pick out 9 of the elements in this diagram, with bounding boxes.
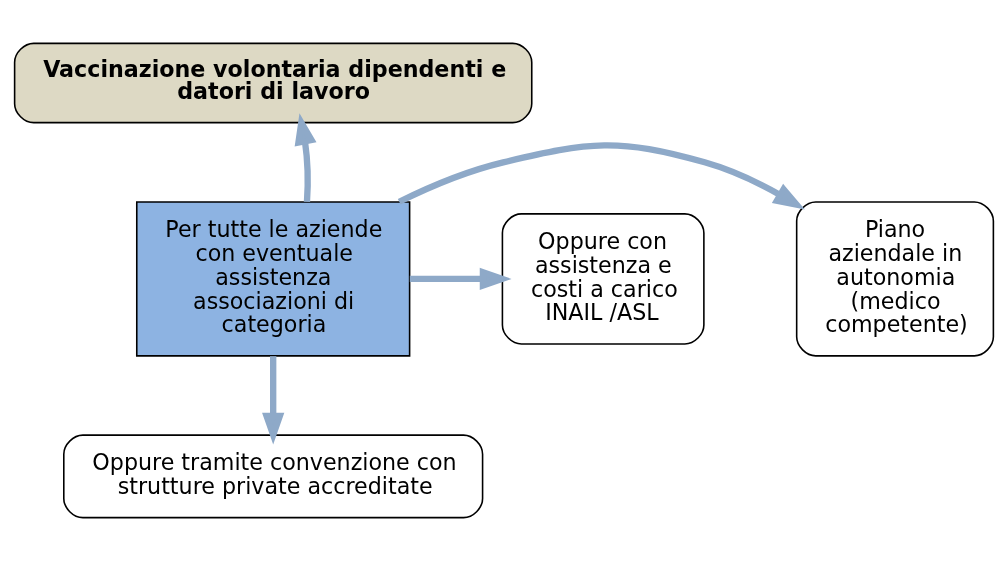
node-box: Oppure con assistenza e costi a carico INAIL /ASL <box>501 213 705 345</box>
node-box: Piano aziendale in autonomia (medico competente) <box>795 201 995 357</box>
node-box: Oppure tramite convenzione con strutture private accreditate <box>63 434 484 519</box>
arrow <box>294 113 317 203</box>
arrow <box>262 356 285 445</box>
node-box: Vaccinazione volontaria dipendenti e datori di lavoro <box>13 42 533 124</box>
arrow <box>409 267 512 291</box>
node-box: Per tutte le aziende con eventuale assistenza associazioni di categoria <box>135 201 411 357</box>
arrow <box>397 142 805 210</box>
